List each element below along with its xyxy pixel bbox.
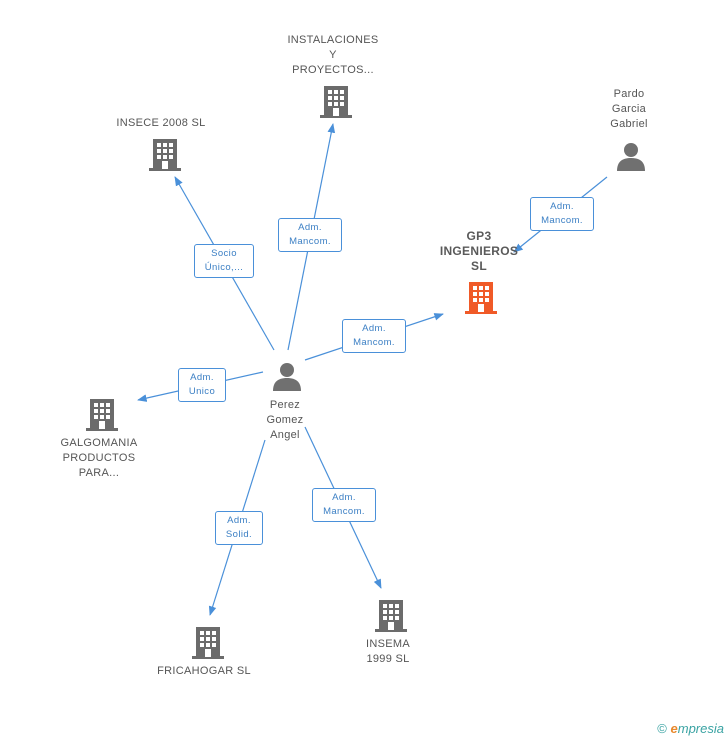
building-icon[interactable] xyxy=(149,137,181,171)
node-label-insece[interactable]: INSECE 2008 SL xyxy=(116,117,206,129)
edge-label-to-insema[interactable]: Adm. Mancom. xyxy=(312,488,376,522)
building-icon[interactable] xyxy=(375,598,407,632)
building-icon[interactable] xyxy=(192,625,224,659)
building-icon[interactable] xyxy=(320,84,352,118)
building-icon[interactable] xyxy=(86,397,118,431)
node-label-insema[interactable]: INSEMA 1999 SL xyxy=(366,638,410,665)
edge-label-to-gp3[interactable]: Adm. Mancom. xyxy=(342,319,406,353)
brand-logo-e: e xyxy=(670,721,678,736)
node-label-fricahogar[interactable]: FRICAHOGAR SL xyxy=(157,665,251,677)
brand-name: mpresia xyxy=(677,721,724,736)
edge-label-to-instalaciones[interactable]: Adm. Mancom. xyxy=(278,218,342,252)
node-label-instalaciones[interactable]: INSTALACIONES Y PROYECTOS... xyxy=(287,34,379,76)
edge-label-to-galgomania[interactable]: Adm. Unico xyxy=(178,368,226,402)
copyright-icon: © xyxy=(657,721,667,736)
node-label-pardo[interactable]: Pardo Garcia Gabriel xyxy=(610,88,648,130)
edge-label-to-fricahogar[interactable]: Adm. Solid. xyxy=(215,511,263,545)
building-icon-focus[interactable] xyxy=(465,280,497,314)
person-icon[interactable] xyxy=(616,142,646,172)
node-label-perez[interactable]: Perez Gomez Angel xyxy=(266,399,304,441)
person-icon[interactable] xyxy=(272,362,302,392)
node-label-galgomania[interactable]: GALGOMANIA PRODUCTOS PARA... xyxy=(60,437,138,479)
edge-label-pardo-to-gp3[interactable]: Adm. Mancom. xyxy=(530,197,594,231)
node-label-gp3[interactable]: GP3 INGENIEROS SL xyxy=(439,229,519,273)
footer-brand[interactable]: © empresia xyxy=(657,721,724,736)
edge-label-to-insece[interactable]: Socio Único,... xyxy=(194,244,254,278)
